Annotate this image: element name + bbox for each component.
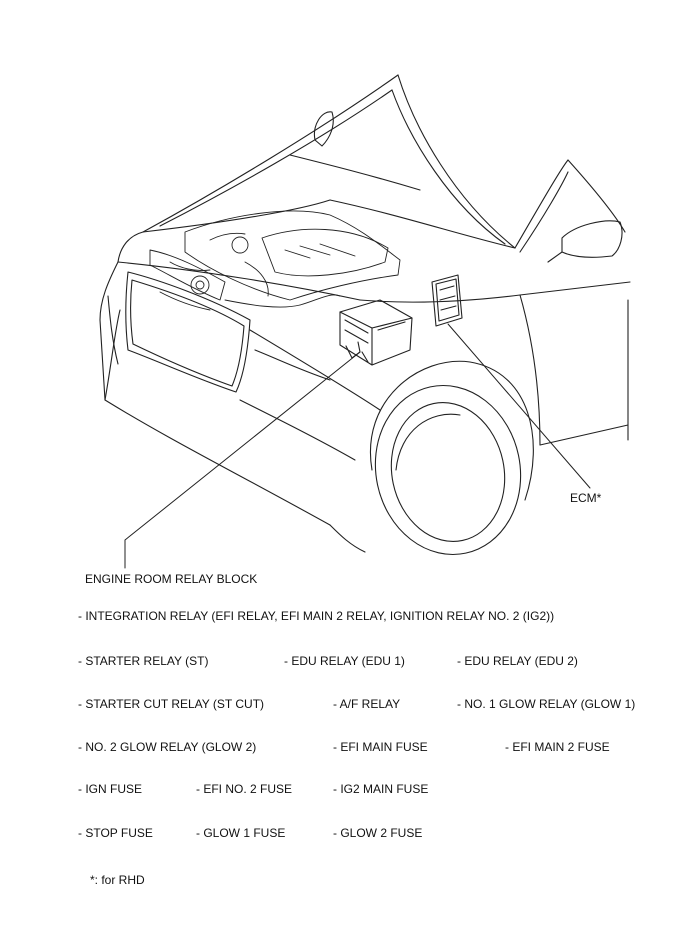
item-integration-relay: - INTEGRATION RELAY (EFI RELAY, EFI MAIN… <box>78 609 555 623</box>
item-glow-relay-1: - NO. 1 GLOW RELAY (GLOW 1) <box>457 697 636 711</box>
leader-lines <box>124 323 591 569</box>
hood <box>142 74 516 249</box>
item-glow-1-fuse: - GLOW 1 FUSE <box>196 826 286 840</box>
item-starter-relay: - STARTER RELAY (ST) <box>78 654 209 668</box>
item-stop-fuse: - STOP FUSE <box>78 826 153 840</box>
windshield-pillar <box>514 159 626 253</box>
item-glow-relay-2: - NO. 2 GLOW RELAY (GLOW 2) <box>78 740 257 754</box>
item-ign-fuse: - IGN FUSE <box>78 782 143 796</box>
ecm-callout-label: ECM* <box>570 491 602 505</box>
item-edu-relay-2: - EDU RELAY (EDU 2) <box>457 654 578 668</box>
ecm-part <box>431 274 463 327</box>
front-grille <box>107 271 251 393</box>
item-ig2-main-fuse: - IG2 MAIN FUSE <box>333 782 429 796</box>
relay-block-callout-label: ENGINE ROOM RELAY BLOCK <box>85 572 258 586</box>
ecm-leader-line <box>447 323 591 489</box>
item-efi-main-2-fuse: - EFI MAIN 2 FUSE <box>505 740 610 754</box>
relay-block-leader-line <box>124 351 361 569</box>
vehicle-engine-bay-illustration <box>99 74 631 569</box>
side-mirror <box>547 220 623 263</box>
item-glow-2-fuse: - GLOW 2 FUSE <box>333 826 423 840</box>
item-edu-relay-1: - EDU RELAY (EDU 1) <box>284 654 405 668</box>
item-af-relay: - A/F RELAY <box>333 697 401 711</box>
footnote: *: for RHD <box>90 873 145 887</box>
engine <box>149 210 401 311</box>
front-wheel <box>369 360 534 556</box>
item-starter-cut-relay: - STARTER CUT RELAY (ST CUT) <box>78 697 265 711</box>
item-efi-no2-fuse: - EFI NO. 2 FUSE <box>196 782 293 796</box>
item-efi-main-fuse: - EFI MAIN FUSE <box>333 740 428 754</box>
engine-room-relay-block-part <box>339 299 413 366</box>
